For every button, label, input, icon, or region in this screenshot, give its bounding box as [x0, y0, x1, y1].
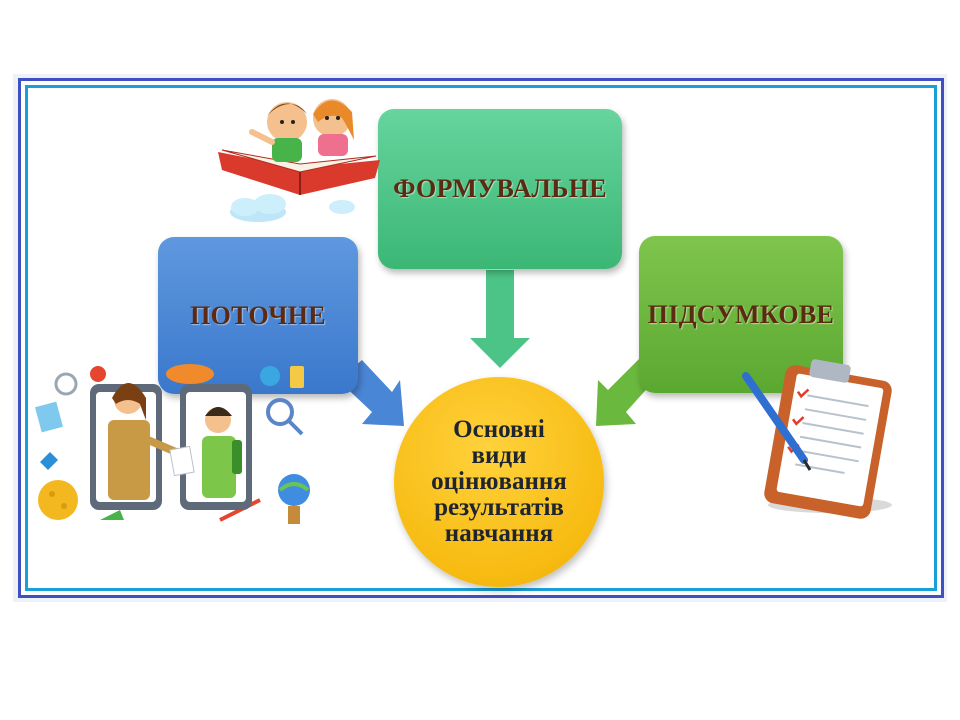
- formative-label: ФОРМУВАЛЬНЕ: [393, 174, 607, 203]
- center-line-1: Основні: [453, 416, 545, 443]
- center-line-5: навчання: [444, 520, 554, 547]
- formative-assessment-box: ФОРМУВАЛЬНЕ: [378, 109, 622, 269]
- center-line-2: види: [471, 442, 527, 469]
- summative-label: ПІДСУМКОВЕ: [647, 299, 835, 329]
- center-line-3: оцінювання: [431, 468, 567, 495]
- arrow-top-to-center: [470, 270, 530, 368]
- summative-assessment-box: ПІДСУМКОВЕ: [639, 236, 843, 393]
- main-assessment-types-circle: Основні види оцінювання результатів навч…: [394, 377, 604, 587]
- center-line-4: результатів: [434, 494, 564, 521]
- current-assessment-box: ПОТОЧНЕ: [158, 237, 358, 394]
- current-label: ПОТОЧНЕ: [190, 300, 326, 330]
- inner-frame: [25, 85, 937, 591]
